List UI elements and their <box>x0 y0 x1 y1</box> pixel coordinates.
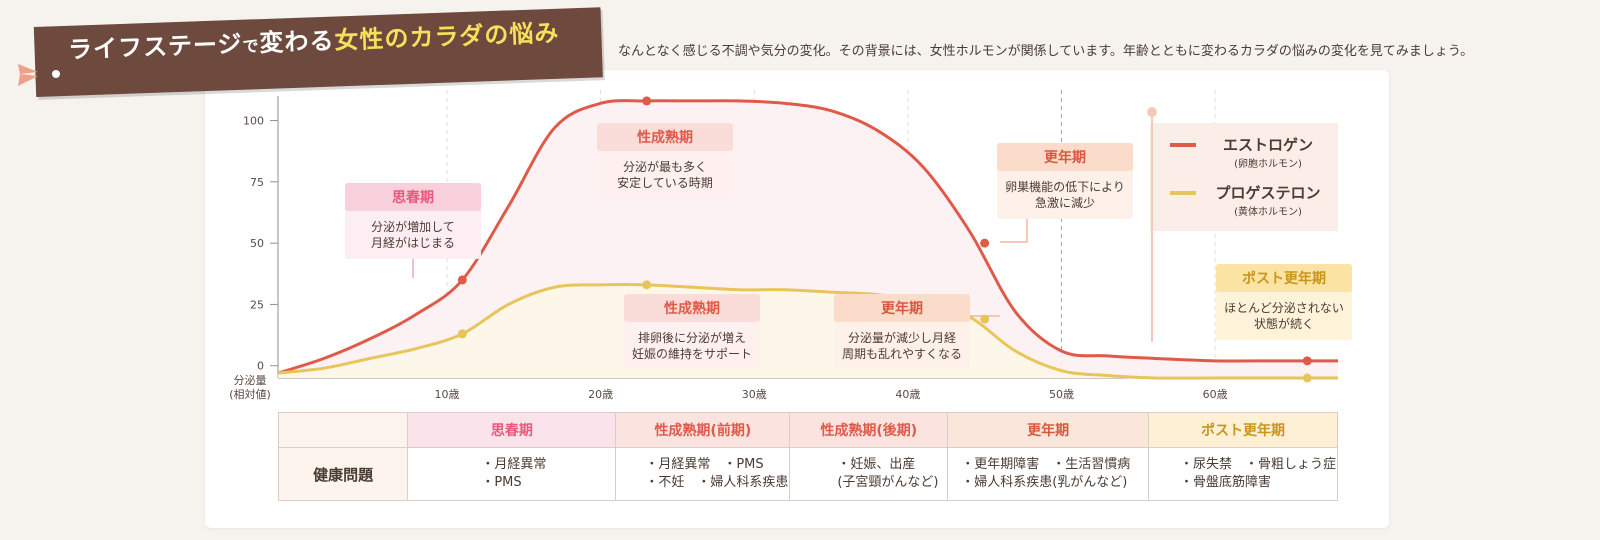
y-tick-label: 50 <box>250 237 264 250</box>
annotation-title: 更年期 <box>1044 149 1086 166</box>
annotation-leader <box>1000 219 1028 243</box>
annotation-box-header <box>597 123 733 151</box>
annotation-title: 思春期 <box>392 189 434 206</box>
data-point <box>1302 373 1312 383</box>
stage-header-row: 思春期 性成熟期(前期) 性成熟期(後期) 更年期 ポスト更年期 <box>277 412 1339 448</box>
y-tick-label: 0 <box>257 360 264 373</box>
page-subtitle: なんとなく感じる不調や気分の変化。その背景には、女性ホルモンが関係しています。年… <box>618 44 1474 59</box>
stage-header-menopause: 更年期 <box>947 412 1149 448</box>
issues-menopause: ・更年期障害 ・生活習慣病・婦人科系疾患(乳がんなど) <box>947 447 1149 501</box>
data-point <box>1302 356 1312 366</box>
annotation-text: 排卵後に分泌が増え <box>638 330 746 345</box>
legend-label: プロゲステロン <box>1215 184 1320 202</box>
corner-cell <box>277 412 409 448</box>
annotation-box-header <box>1216 264 1352 292</box>
stage-header-puberty: 思春期 <box>407 412 617 448</box>
annotation-title: ポスト更年期 <box>1242 270 1326 287</box>
legend-sublabel: (黄体ホルモン) <box>1234 205 1302 218</box>
annotation-text: 分泌量が減少し月経 <box>848 330 956 345</box>
series-line <box>277 283 1338 380</box>
stage-header-maturity-early: 性成熟期(前期) <box>615 412 791 448</box>
y-axis-label: 分泌量 <box>234 374 267 387</box>
legend-box <box>1150 123 1338 231</box>
annotation-text: ほとんど分泌されない <box>1224 301 1344 315</box>
stage-header-post-menopause: ポスト更年期 <box>1147 412 1339 448</box>
x-tick-label: 40歳 <box>895 388 920 401</box>
issues-maturity-early: ・月経異常 ・PMS・不妊 ・婦人科系疾患 <box>615 447 791 501</box>
annotation-text: 分泌が最も多く <box>623 159 707 174</box>
series-line <box>277 99 1338 375</box>
legend-rule-cap <box>1147 107 1157 117</box>
y-tick-label: 25 <box>250 298 264 311</box>
x-tick-label: 50歳 <box>1049 388 1074 401</box>
health-issue-row: 健康問題 ・月経異常・PMS ・月経異常 ・PMS・不妊 ・婦人科系疾患 ・妊娠… <box>277 447 1339 501</box>
annotation-text: 分泌が増加して <box>371 219 455 234</box>
stage-header-maturity-late: 性成熟期(後期) <box>789 412 949 448</box>
data-point <box>980 314 990 324</box>
annotation-box-header <box>834 294 970 322</box>
ribbon-icon <box>18 64 60 86</box>
data-point <box>457 329 467 339</box>
annotation-text: 安定している時期 <box>617 175 713 190</box>
annotation-text: 卵巣機能の低下により <box>1005 179 1125 194</box>
annotation-text: 周期も乱れやすくなる <box>842 347 962 361</box>
annotation-title: 性成熟期 <box>664 300 720 317</box>
legend-sublabel: (卵胞ホルモン) <box>1234 158 1302 170</box>
health-issues-table: 思春期 性成熟期(前期) 性成熟期(後期) 更年期 ポスト更年期 健康問題 ・月… <box>277 412 1339 501</box>
data-point <box>642 280 652 290</box>
legend-label: エストロゲン <box>1223 136 1313 154</box>
y-tick-label: 75 <box>250 176 264 189</box>
x-tick-label: 20歳 <box>588 388 613 401</box>
issues-puberty: ・月経異常・PMS <box>407 447 617 501</box>
annotation-text: 月経がはじまる <box>371 235 455 250</box>
x-tick-label: 30歳 <box>742 388 767 401</box>
row-header-health: 健康問題 <box>277 447 409 501</box>
x-tick-label: 60歳 <box>1203 388 1228 401</box>
x-tick-label: 10歳 <box>434 388 459 401</box>
data-point <box>980 238 990 248</box>
data-point <box>642 96 652 106</box>
annotation-title: 更年期 <box>881 300 923 317</box>
y-axis-label-unit: (相対値) <box>229 387 271 401</box>
issues-maturity-late: ・妊娠、出産(子宮頸がんなど) <box>789 447 949 501</box>
series-area-fill <box>278 284 1338 379</box>
annotation-box-header <box>997 143 1133 171</box>
data-point <box>457 275 467 285</box>
annotation-text: 急激に減少 <box>1035 195 1095 210</box>
annotation-box-header <box>345 183 481 211</box>
annotation-text: 妊娠の維持をサポート <box>632 346 752 361</box>
annotation-title: 性成熟期 <box>637 129 693 146</box>
y-tick-label: 100 <box>243 115 264 128</box>
annotation-box-header <box>624 294 760 322</box>
issues-post-menopause: ・尿失禁 ・骨粗しょう症・骨盤底筋障害 <box>1147 447 1339 501</box>
annotation-text: 状態が続く <box>1254 316 1314 331</box>
